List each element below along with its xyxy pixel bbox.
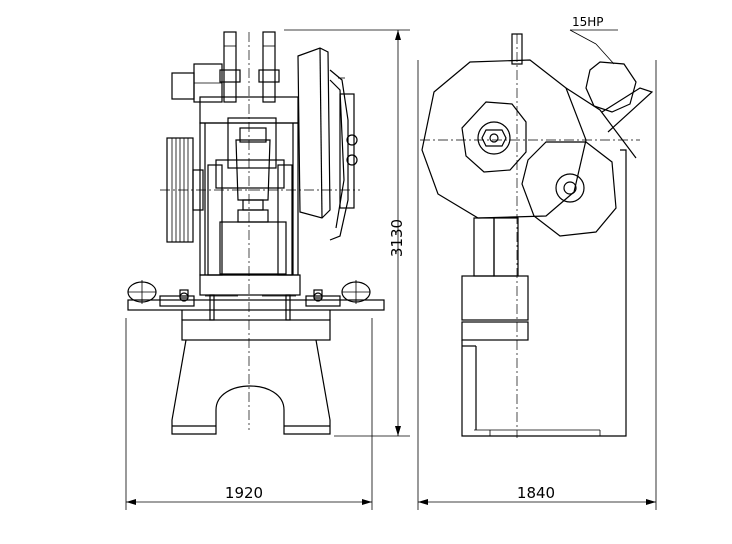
main-gear (461, 101, 527, 173)
height-label: 3130 (388, 219, 406, 257)
front-bolster (127, 274, 385, 341)
front-width-label: 1920 (225, 484, 263, 502)
front-view (127, 31, 385, 435)
secondary-gear (521, 141, 617, 237)
top-guide-rods (219, 31, 280, 103)
side-width-label: 1840 (517, 484, 555, 502)
left-cushion (127, 280, 195, 307)
front-motor-box (171, 63, 223, 103)
front-base (171, 339, 331, 435)
dimension-lines (125, 29, 657, 510)
main-gear-housing (421, 59, 637, 219)
side-view (420, 29, 654, 438)
side-column (461, 149, 627, 437)
side-motor (569, 29, 654, 133)
front-ram (219, 117, 287, 275)
front-flywheel (297, 47, 358, 241)
motor-power-label: 15HP (572, 15, 604, 29)
right-cushion (305, 280, 371, 307)
